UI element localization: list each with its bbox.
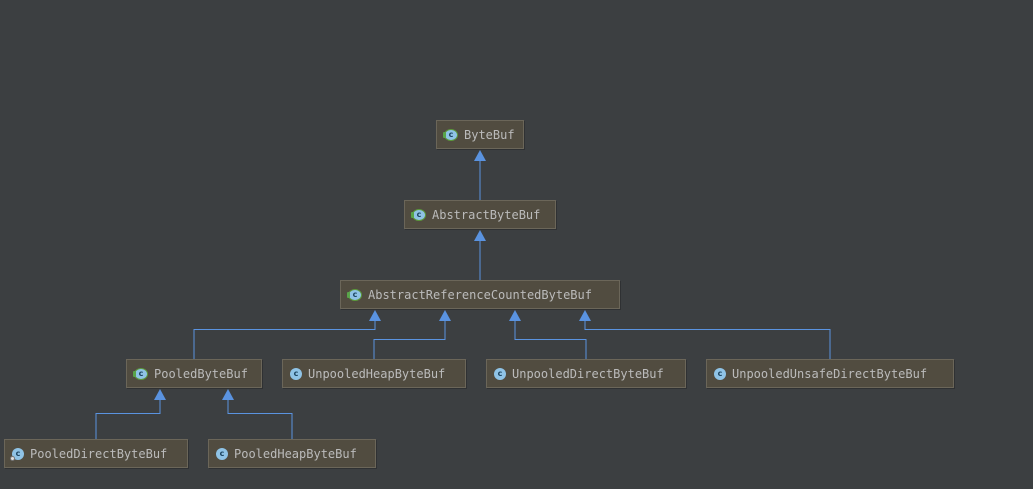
node-label: UnpooledUnsafeDirectByteBuf [732, 366, 928, 381]
class-icon: c [494, 367, 506, 380]
node-abstractbytebuf[interactable]: c AbstractByteBuf [404, 200, 556, 229]
inheritance-arrowhead [474, 150, 486, 161]
abstract-class-icon: c [133, 367, 148, 380]
node-label: UnpooledHeapByteBuf [308, 366, 446, 381]
node-unpooleddirectbytebuf[interactable]: c UnpooledDirectByteBuf [486, 359, 686, 388]
edge-abstractreferencecountedbytebuf-to-abstractbytebuf [474, 230, 486, 281]
node-unpooledunsafedirectbytebuf[interactable]: c UnpooledUnsafeDirectByteBuf [706, 359, 954, 388]
node-label: ByteBuf [464, 127, 515, 142]
node-label: PooledHeapByteBuf [234, 446, 357, 461]
node-label: PooledByteBuf [154, 366, 248, 381]
class-icon: c [216, 447, 228, 460]
node-bytebuf[interactable]: c ByteBuf [436, 120, 524, 149]
edge-pooledbytebuf-to-abstractreferencecountedbytebuf [193, 310, 381, 360]
inheritance-arrowhead [222, 389, 234, 400]
inheritance-arrowhead [509, 310, 521, 321]
inheritance-arrowhead [474, 230, 486, 241]
node-pooleddirectbytebuf[interactable]: c PooledDirectByteBuf [4, 439, 188, 468]
inheritance-arrowhead [154, 389, 166, 400]
edge-unpooledheapbytebuf-to-abstractreferencecountedbytebuf [373, 310, 451, 360]
edge-unpooledunsafedirectbytebuf-to-abstractreferencecountedbytebuf [579, 310, 831, 360]
edge-abstractbytebuf-to-bytebuf [474, 150, 486, 201]
class-icon: c [714, 367, 726, 380]
edge-pooleddirectbytebuf-to-pooledbytebuf [95, 389, 166, 440]
node-pooledbytebuf[interactable]: c PooledByteBuf [126, 359, 262, 388]
edge-pooledheapbytebuf-to-pooledbytebuf [222, 389, 293, 440]
node-label: PooledDirectByteBuf [30, 446, 168, 461]
node-label: AbstractReferenceCountedByteBuf [368, 287, 592, 302]
node-label: UnpooledDirectByteBuf [512, 366, 664, 381]
final-class-icon: c [10, 447, 24, 461]
node-abstractreferencecountedbytebuf[interactable]: c AbstractReferenceCountedByteBuf [340, 280, 620, 309]
abstract-class-icon: c [347, 288, 362, 301]
class-icon: c [290, 367, 302, 380]
edge-unpooleddirectbytebuf-to-abstractreferencecountedbytebuf [509, 310, 587, 360]
node-unpooledheapbytebuf[interactable]: c UnpooledHeapByteBuf [282, 359, 466, 388]
inheritance-arrowhead [579, 310, 591, 321]
abstract-class-icon: c [411, 208, 426, 221]
inheritance-arrowhead [439, 310, 451, 321]
inheritance-arrowhead [369, 310, 381, 321]
node-pooledheapbytebuf[interactable]: c PooledHeapByteBuf [208, 439, 376, 468]
node-label: AbstractByteBuf [432, 207, 541, 222]
abstract-class-icon: c [443, 128, 458, 141]
